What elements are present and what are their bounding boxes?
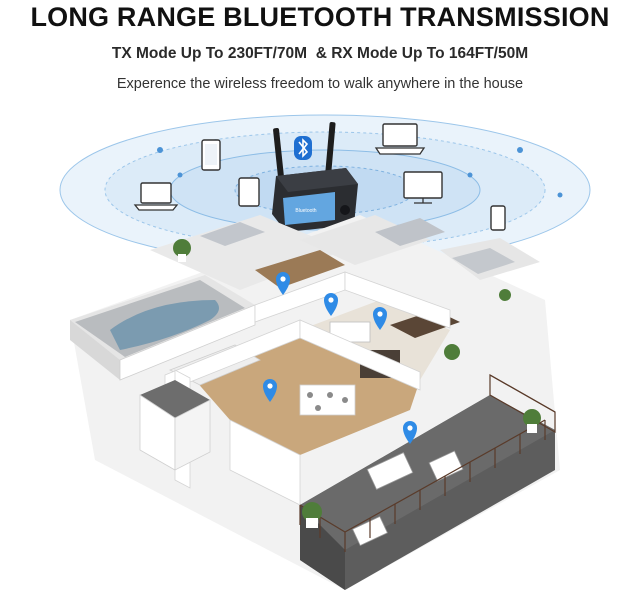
location-pin-icon xyxy=(263,379,277,402)
bathroom xyxy=(139,380,211,471)
headline: LONG RANGE BLUETOOTH TRANSMISSION xyxy=(30,2,610,32)
tablet-icon xyxy=(238,177,260,207)
location-pin-icon xyxy=(324,293,338,316)
bluetooth-icon xyxy=(294,136,312,160)
location-pin-icon xyxy=(373,307,387,330)
tv-icon xyxy=(403,171,443,204)
bluetooth-transmitter: Bluetooth xyxy=(272,122,358,232)
location-pin-icon xyxy=(276,272,290,295)
device-screen-text: Bluetooth xyxy=(295,208,316,214)
location-pin-icon xyxy=(403,421,417,444)
bedroom-upper xyxy=(150,215,540,290)
laptop-icon xyxy=(374,123,426,155)
laptop-icon xyxy=(133,182,179,211)
smartphone-icon xyxy=(201,139,221,171)
patio-deck xyxy=(299,373,556,590)
house-illustration: Bluetooth xyxy=(59,114,591,590)
tagline: Experence the wireless freedom to walk a… xyxy=(116,76,524,92)
range-subhead: TX Mode Up To 230FT/70M & RX Mode Up To … xyxy=(111,45,529,62)
potted-plants xyxy=(173,239,541,528)
garage xyxy=(70,275,256,381)
smartphone-icon xyxy=(490,205,506,231)
